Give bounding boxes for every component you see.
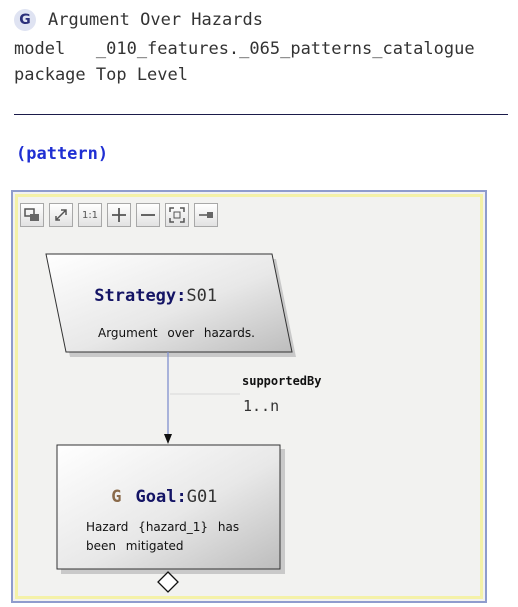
model-path: model _010_features._065_patterns_catalo…: [14, 39, 475, 59]
edge-name-label: supportedBy: [242, 374, 322, 388]
diagram-canvas-highlight: [15, 194, 483, 599]
goal-description-line2: been mitigated: [86, 539, 184, 553]
undeveloped-diamond-icon[interactable]: [157, 571, 179, 593]
goal-id: G01: [186, 487, 218, 507]
element-title-text: Argument Over Hazards: [48, 10, 263, 30]
expand-icon: [55, 209, 67, 221]
expand-button[interactable]: [49, 203, 73, 227]
strategy-heading: Strategy:S01: [75, 267, 217, 306]
goal-type-icon: G: [14, 9, 36, 31]
strategy-description: Argument over hazards.: [98, 326, 255, 340]
select-tool-button[interactable]: [20, 203, 44, 227]
diagram-toolbar: 1:1: [20, 203, 218, 227]
strategy-keyword: Strategy:: [94, 286, 187, 306]
zoom-in-button[interactable]: [107, 203, 131, 227]
options-icon: [199, 212, 213, 218]
goal-node[interactable]: [56, 444, 281, 570]
zoom-reset-button[interactable]: 1:1: [78, 203, 102, 227]
zoom-out-button[interactable]: [136, 203, 160, 227]
fit-to-window-icon: [169, 207, 185, 223]
goal-icon: G: [111, 487, 122, 507]
strategy-id: S01: [186, 286, 218, 306]
package-path: package Top Level: [14, 65, 188, 85]
fit-to-window-button[interactable]: [165, 203, 189, 227]
goal-description-line1: Hazard {hazard_1} has: [86, 520, 240, 534]
zoom-in-icon: [112, 208, 126, 222]
zoom-out-icon: [141, 214, 155, 216]
element-title: G Argument Over Hazards: [14, 9, 263, 31]
options-button[interactable]: [194, 203, 218, 227]
goal-heading: G Goal:G01: [92, 468, 217, 507]
select-tool-icon: [24, 208, 39, 221]
goal-keyword: Goal:: [135, 487, 187, 507]
strategy-node[interactable]: [45, 253, 293, 353]
stereotype-label: (pattern): [16, 144, 109, 164]
edge-multiplicity-label: 1..n: [243, 397, 280, 415]
header-divider: [14, 114, 508, 115]
arrowhead: [164, 434, 172, 444]
